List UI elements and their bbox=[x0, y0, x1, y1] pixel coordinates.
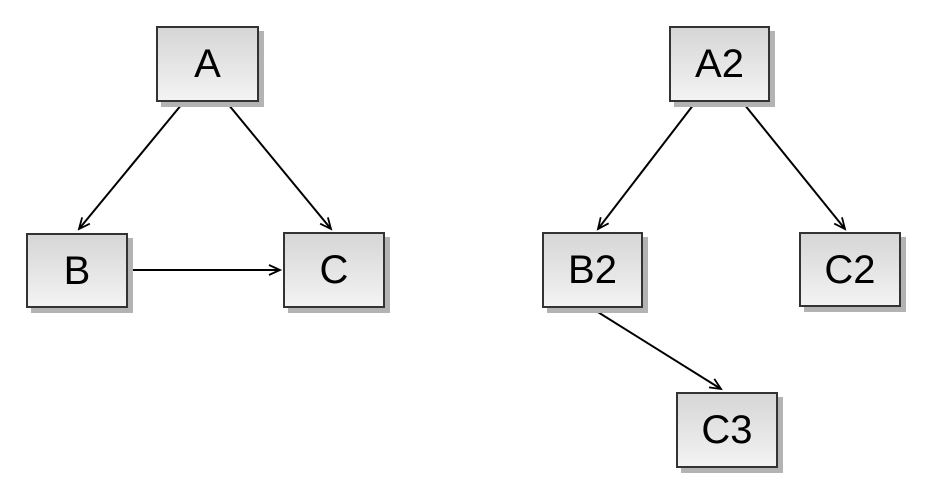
node-label: C bbox=[319, 248, 349, 292]
node-label: C3 bbox=[701, 408, 753, 452]
edge-B2-C3 bbox=[592, 308, 723, 391]
edge-A2-B2 bbox=[596, 103, 695, 231]
node-label: C2 bbox=[824, 247, 876, 292]
node-A[interactable]: A bbox=[156, 26, 259, 102]
edge-A-B bbox=[77, 103, 183, 231]
node-C3[interactable]: C3 bbox=[676, 392, 778, 468]
node-C2[interactable]: C2 bbox=[799, 232, 901, 307]
node-label: A2 bbox=[695, 42, 744, 86]
node-A2[interactable]: A2 bbox=[669, 26, 770, 102]
edge-A-C bbox=[227, 103, 333, 231]
edge-A2-C2 bbox=[743, 103, 847, 231]
node-B[interactable]: B bbox=[26, 233, 128, 308]
node-B2[interactable]: B2 bbox=[542, 232, 643, 308]
node-label: A bbox=[194, 42, 221, 86]
node-label: B bbox=[63, 248, 91, 293]
node-C[interactable]: C bbox=[283, 232, 385, 308]
node-label: B2 bbox=[568, 248, 617, 292]
